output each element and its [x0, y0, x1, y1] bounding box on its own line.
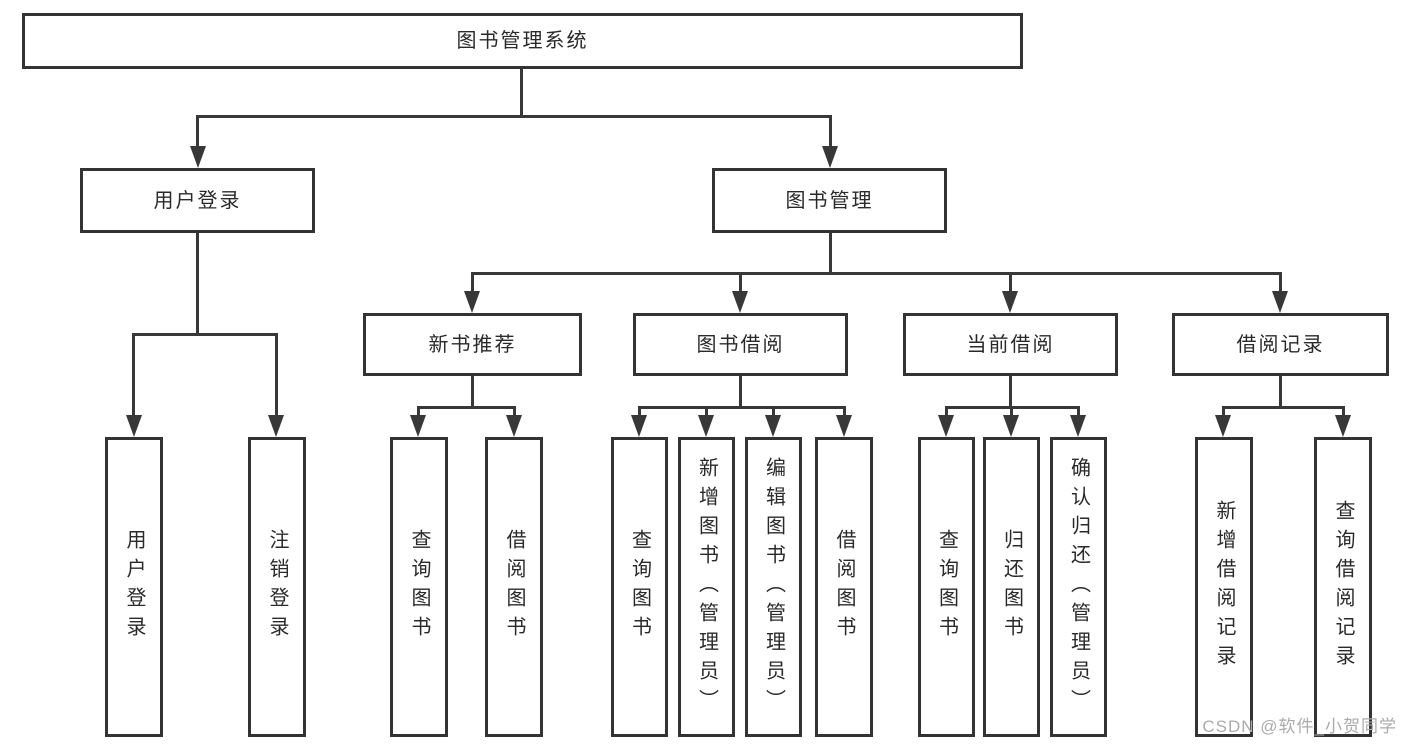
arrowhead [1335, 415, 1351, 437]
connector-line [638, 406, 846, 409]
leaf-borrow-books-recommend: 借阅图书 [485, 437, 543, 737]
leaf-query-books-current: 查询图书 [918, 437, 975, 737]
connector-line [1279, 272, 1282, 291]
connector-line [471, 272, 474, 291]
leaf-query-books-recommend: 查询图书 [390, 437, 448, 737]
connector-line [1222, 406, 1225, 417]
connector-line [1342, 406, 1345, 417]
arrowhead [836, 415, 852, 437]
connector-line [638, 406, 641, 417]
arrowhead [698, 415, 714, 437]
arrowhead [631, 415, 647, 437]
leaf-edit-books-admin: 编辑图书（管理员） [745, 437, 802, 737]
node-user-login: 用户登录 [80, 168, 315, 233]
leaf-borrow-books: 借阅图书 [815, 437, 873, 737]
watermark: CSDN @软件_小贺同学 [1202, 717, 1397, 736]
connector-line [772, 406, 775, 417]
connector-line [1009, 272, 1012, 291]
node-borrowing-records: 借阅记录 [1172, 313, 1389, 376]
arrowhead [1215, 415, 1231, 437]
connector-line [829, 115, 832, 148]
connector-line [417, 406, 420, 417]
arrowhead [190, 146, 206, 168]
leaf-add-borrow-record: 新增借阅记录 [1195, 437, 1253, 737]
leaf-query-books-borrow: 查询图书 [611, 437, 668, 737]
connector-line [275, 333, 278, 415]
connector-line [471, 376, 474, 409]
arrowhead [1002, 291, 1018, 313]
arrowhead [126, 415, 142, 437]
connector-line [1077, 406, 1080, 417]
connector-line [705, 406, 708, 417]
leaf-return-books: 归还图书 [983, 437, 1040, 737]
connector-line [945, 406, 948, 417]
arrowhead [732, 291, 748, 313]
leaf-user-login: 用户登录 [105, 437, 163, 737]
connector-line [196, 115, 199, 148]
connector-line [829, 233, 832, 275]
connector-line [417, 406, 516, 409]
leaf-add-books-admin: 新增图书（管理员） [678, 437, 735, 737]
connector-line [1279, 376, 1282, 409]
connector-line [196, 233, 199, 336]
arrowhead [1272, 291, 1288, 313]
connector-line [1010, 406, 1013, 417]
connector-line [1009, 376, 1012, 409]
connector-line [739, 376, 742, 409]
connector-line [513, 406, 516, 417]
arrowhead [938, 415, 954, 437]
arrowhead [506, 415, 522, 437]
node-current-borrowing: 当前借阅 [903, 313, 1118, 376]
leaf-query-borrow-record: 查询借阅记录 [1314, 437, 1372, 737]
node-library-management-system: 图书管理系统 [22, 13, 1023, 69]
connector-line [196, 115, 832, 118]
leaf-confirm-return-admin: 确认归还（管理员） [1050, 437, 1107, 737]
connector-line [471, 272, 1282, 275]
leaf-logout: 注销登录 [248, 437, 306, 737]
arrowhead [464, 291, 480, 313]
arrowhead [822, 146, 838, 168]
arrowhead [765, 415, 781, 437]
node-new-book-recommendation: 新书推荐 [363, 313, 582, 376]
connector-line [739, 272, 742, 291]
node-book-borrowing: 图书借阅 [633, 313, 848, 376]
connector-line [132, 333, 135, 415]
connector-line [132, 333, 278, 336]
connector-line [520, 69, 523, 118]
arrowhead [1003, 415, 1019, 437]
node-book-management: 图书管理 [712, 168, 947, 233]
arrowhead [410, 415, 426, 437]
arrowhead [1070, 415, 1086, 437]
connector-line [843, 406, 846, 417]
arrowhead [268, 415, 284, 437]
connector-line [1222, 406, 1345, 409]
